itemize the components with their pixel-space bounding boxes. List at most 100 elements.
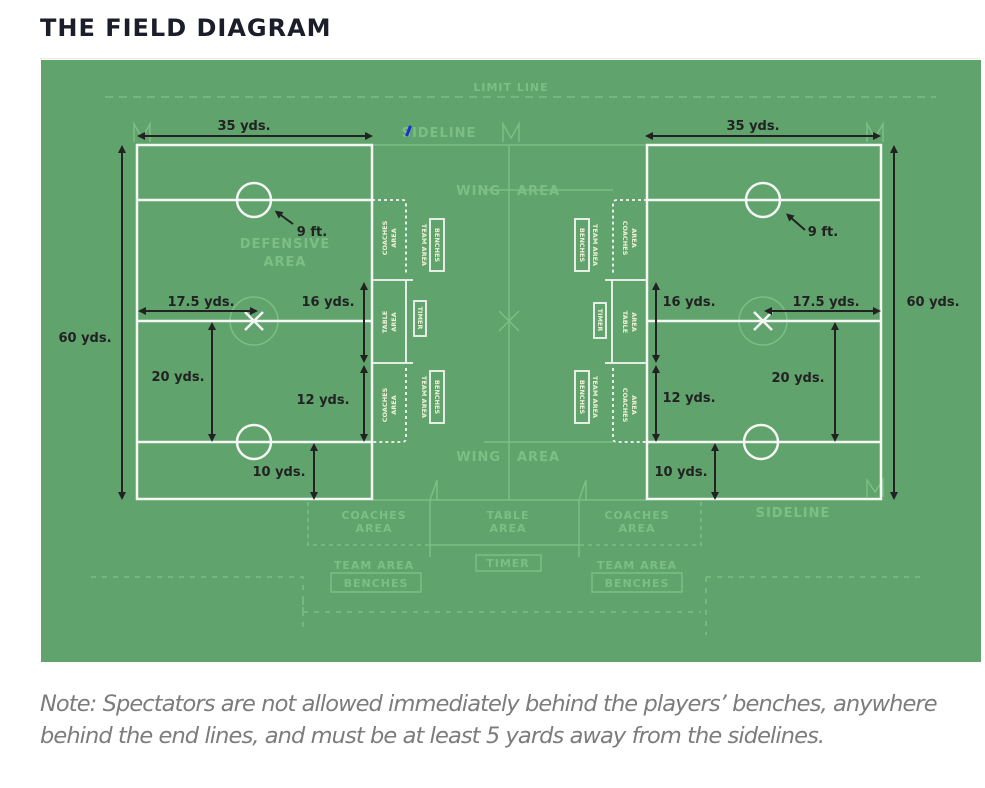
bottom-coaches-right-1: COACHES [604,509,669,522]
right-benches-lower-box [574,370,590,424]
right-timer: TIMER [596,309,604,332]
left-team-area-lower: TEAM AREA [420,376,428,418]
right-table-box [605,279,647,364]
right-team-area-lower: TEAM AREA [591,376,599,418]
table-box [429,500,580,557]
bottom-benches-left: BENCHES [344,577,409,590]
right-goal-restraining-label: 20 yds. [771,371,824,386]
slant-right [578,479,587,501]
right-table-area-2: AREA [630,312,638,332]
left-benches-upper: BENCHES [433,228,441,262]
right-length-label: 60 yds. [906,295,959,310]
wing-area-bottom-right: AREA [517,450,560,465]
wing-area-top-right: AREA [517,184,560,199]
slant-left [429,479,438,501]
right-crease-pointer [785,213,806,231]
right-coaches-area-upper: COACHES [621,221,629,256]
right-width-label: 35 yds. [726,119,779,134]
sideline-top-label: SIDELINE [402,126,477,141]
right-crease-label: 9 ft. [808,225,838,240]
bottom-coaches-left-2: AREA [355,522,392,535]
right-crease-bottom [742,423,780,461]
right-benches-upper: BENCHES [578,228,586,262]
right-coaches-lower-dotted [612,368,647,443]
right-coaches-area-upper-2: AREA [630,228,638,248]
left-timer: TIMER [416,307,424,330]
bottom-timer-box [475,554,542,572]
right-coaches-area-lower-2: AREA [630,395,638,415]
left-length-label: 60 yds. [58,331,111,346]
spectator-right [705,576,921,635]
bottom-timer: TIMER [486,557,530,570]
left-bench-boxes [372,199,445,443]
corner-mark-br [866,477,884,497]
defensive-area-line2: AREA [263,255,306,270]
defensive-area-line1: DEFENSIVE [240,237,330,252]
right-coaches-area-lower: COACHES [621,388,629,423]
bottom-table-2: AREA [489,522,526,535]
bottom-box-left [307,502,430,546]
right-benches-upper-box [574,218,590,272]
spectator-left [91,576,701,628]
bottom-team-area-left: TEAM AREA [334,559,414,572]
right-goal-endline-label: 17.5 yds. [792,295,859,310]
left-table-area: TABLE [381,311,389,334]
page-title: THE FIELD DIAGRAM [40,14,332,42]
right-upper-box-label: 16 yds. [662,295,715,310]
spectator-note: Note: Spectators are not allowed immedia… [40,691,938,749]
left-crease-bottom [235,423,273,461]
right-crease-top [744,181,782,219]
bottom-box-right [579,502,702,546]
left-coaches-lower-dotted [372,368,407,443]
bottom-benches-left-box [330,572,422,593]
left-coaches-area-lower: COACHES [381,387,389,422]
right-table-area: TABLE [621,311,629,334]
left-team-area-upper: TEAM AREA [420,224,428,266]
title-divider [40,58,980,59]
left-crease-top [235,181,273,219]
wing-area-top-left: WING [456,184,501,199]
sideline-bottom-label: SIDELINE [756,506,831,521]
left-goal-restraining-label: 20 yds. [151,370,204,385]
right-timer-box [593,302,607,339]
bottom-benches-right-box [591,572,683,593]
right-coaches-upper-dotted [612,199,647,275]
left-width-label: 35 yds. [217,119,270,134]
left-lower-box-label: 12 yds. [296,393,349,408]
field-diagram: LIMIT LINE SIDELINE SIDELINE WING AREA W… [41,60,981,662]
left-upper-box-label: 16 yds. [301,295,354,310]
left-crease-pointer [274,210,294,225]
left-benches-lower-box [429,370,445,424]
left-coaches-upper-dotted [372,199,407,275]
right-lower-box-label: 12 yds. [662,391,715,406]
right-benches-lower: BENCHES [578,380,586,414]
wing-area-bottom-left: WING [456,450,501,465]
center-x [498,310,520,332]
limit-line-label: LIMIT LINE [473,81,548,94]
right-team-area-upper: TEAM AREA [591,224,599,266]
left-coaches-area-upper: COACHES [381,220,389,255]
faint-markings [91,96,936,635]
dimension-arrows [118,132,898,500]
right-bottom-label: 10 yds. [654,465,707,480]
bottom-table-1: TABLE [486,509,529,522]
left-timer-box [413,300,427,337]
left-bottom-label: 10 yds. [252,465,305,480]
left-benches-lower: BENCHES [433,380,441,414]
bottom-benches-right: BENCHES [605,577,670,590]
bottom-coaches-left-1: COACHES [341,509,406,522]
bottom-coaches-right-2: AREA [618,522,655,535]
left-coaches-area-lower-2: AREA [390,395,398,415]
annotation-mark [405,125,412,137]
left-coaches-area-upper-2: AREA [390,228,398,248]
left-benches-upper-box [429,218,445,272]
left-crease-label: 9 ft. [297,225,327,240]
bottom-team-area-right: TEAM AREA [597,559,677,572]
left-table-area-2: AREA [390,312,398,332]
corner-mark-tc [502,121,520,142]
field-background [41,60,981,662]
left-goal-endline-label: 17.5 yds. [167,295,234,310]
left-goal-x [244,311,264,331]
field-lines [135,143,883,501]
right-goal-x [753,311,773,331]
